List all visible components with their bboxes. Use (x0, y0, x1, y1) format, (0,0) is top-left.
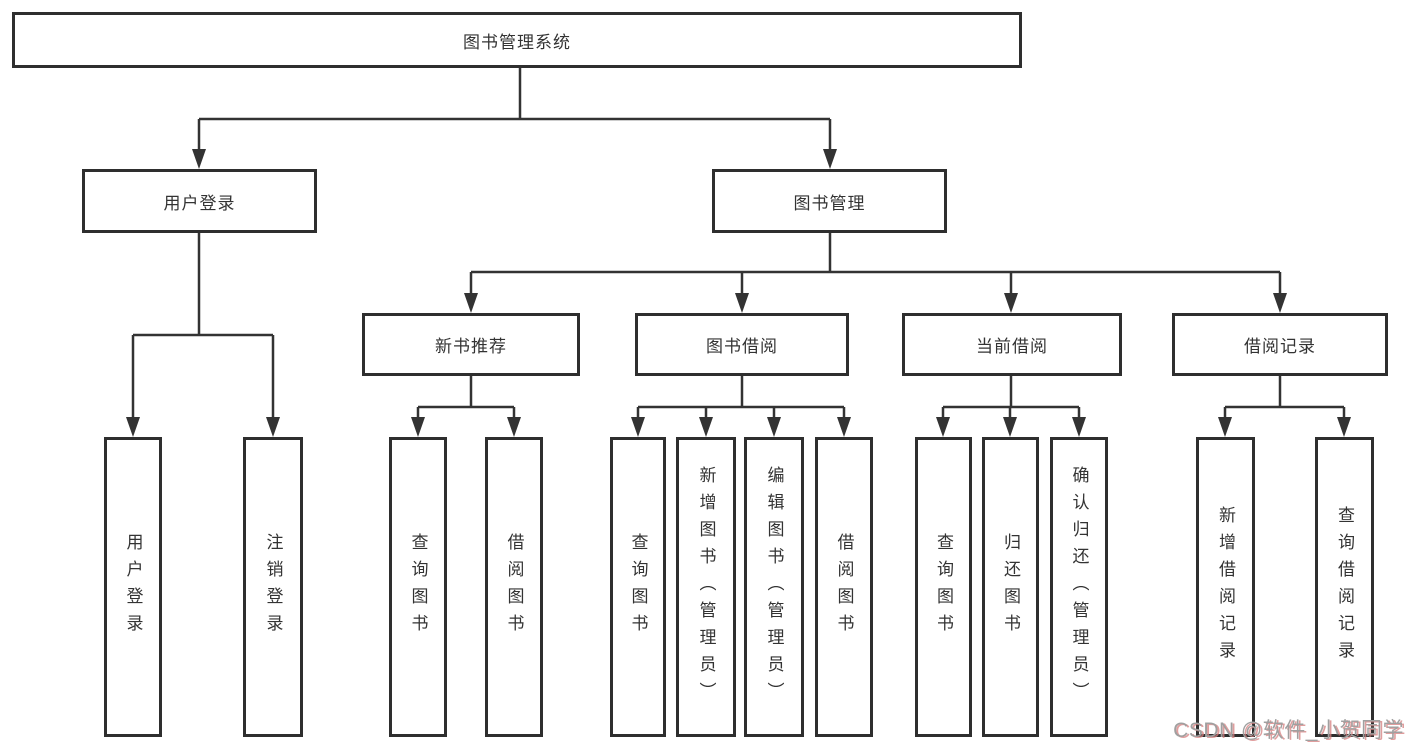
leaf-label: 查询借阅记录 (1335, 506, 1354, 668)
leaf-add-books-admin: 新增图书（管理员） (676, 437, 736, 737)
wire-book-mgmt-children (464, 233, 1287, 313)
leaf-query-books-borrow: 查询图书 (610, 437, 666, 737)
wire-borrow-records-children (1218, 376, 1351, 437)
leaf-label: 新增图书（管理员） (696, 465, 716, 709)
leaf-label: 编辑图书（管理员） (764, 465, 784, 709)
wire-book-borrow-children (631, 376, 851, 437)
leaf-user-login: 用户登录 (104, 437, 162, 737)
leaf-label: 新增借阅记录 (1216, 506, 1235, 668)
watermark: CSDN @软件_小贺同学 (1173, 719, 1404, 742)
leaf-label: 用户登录 (123, 533, 143, 641)
leaf-label: 注销登录 (263, 533, 283, 641)
leaf-query-books-rec: 查询图书 (389, 437, 447, 737)
leaf-logout: 注销登录 (243, 437, 303, 737)
leaf-label: 借阅图书 (834, 533, 854, 641)
wire-current-borrow-children (936, 376, 1086, 437)
node-book-borrowing: 图书借阅 (635, 313, 849, 376)
leaf-borrow-books: 借阅图书 (815, 437, 873, 737)
leaf-add-borrow-record: 新增借阅记录 (1196, 437, 1255, 737)
leaf-label: 查询图书 (628, 533, 648, 641)
node-current-borrowing: 当前借阅 (902, 313, 1122, 376)
leaf-edit-books-admin: 编辑图书（管理员） (744, 437, 804, 737)
node-root: 图书管理系统 (12, 12, 1022, 68)
leaf-label: 归还图书 (1001, 533, 1020, 641)
wire-new-book-rec-children (411, 376, 521, 437)
leaf-label: 借阅图书 (504, 533, 524, 641)
leaf-label: 查询图书 (934, 533, 953, 641)
leaf-label: 查询图书 (408, 533, 428, 641)
leaf-borrow-books-rec: 借阅图书 (485, 437, 543, 737)
wire-root-to-level2 (192, 68, 837, 169)
leaf-query-books-current: 查询图书 (915, 437, 972, 737)
leaf-query-borrow-record: 查询借阅记录 (1315, 437, 1374, 737)
leaf-confirm-return-admin: 确认归还（管理员） (1050, 437, 1108, 737)
node-new-book-recommendation: 新书推荐 (362, 313, 580, 376)
leaf-return-books: 归还图书 (982, 437, 1039, 737)
leaf-label: 确认归还（管理员） (1069, 465, 1089, 709)
wire-user-login-children (126, 233, 280, 437)
node-book-management: 图书管理 (712, 169, 947, 233)
node-borrowing-records: 借阅记录 (1172, 313, 1388, 376)
node-user-login: 用户登录 (82, 169, 317, 233)
